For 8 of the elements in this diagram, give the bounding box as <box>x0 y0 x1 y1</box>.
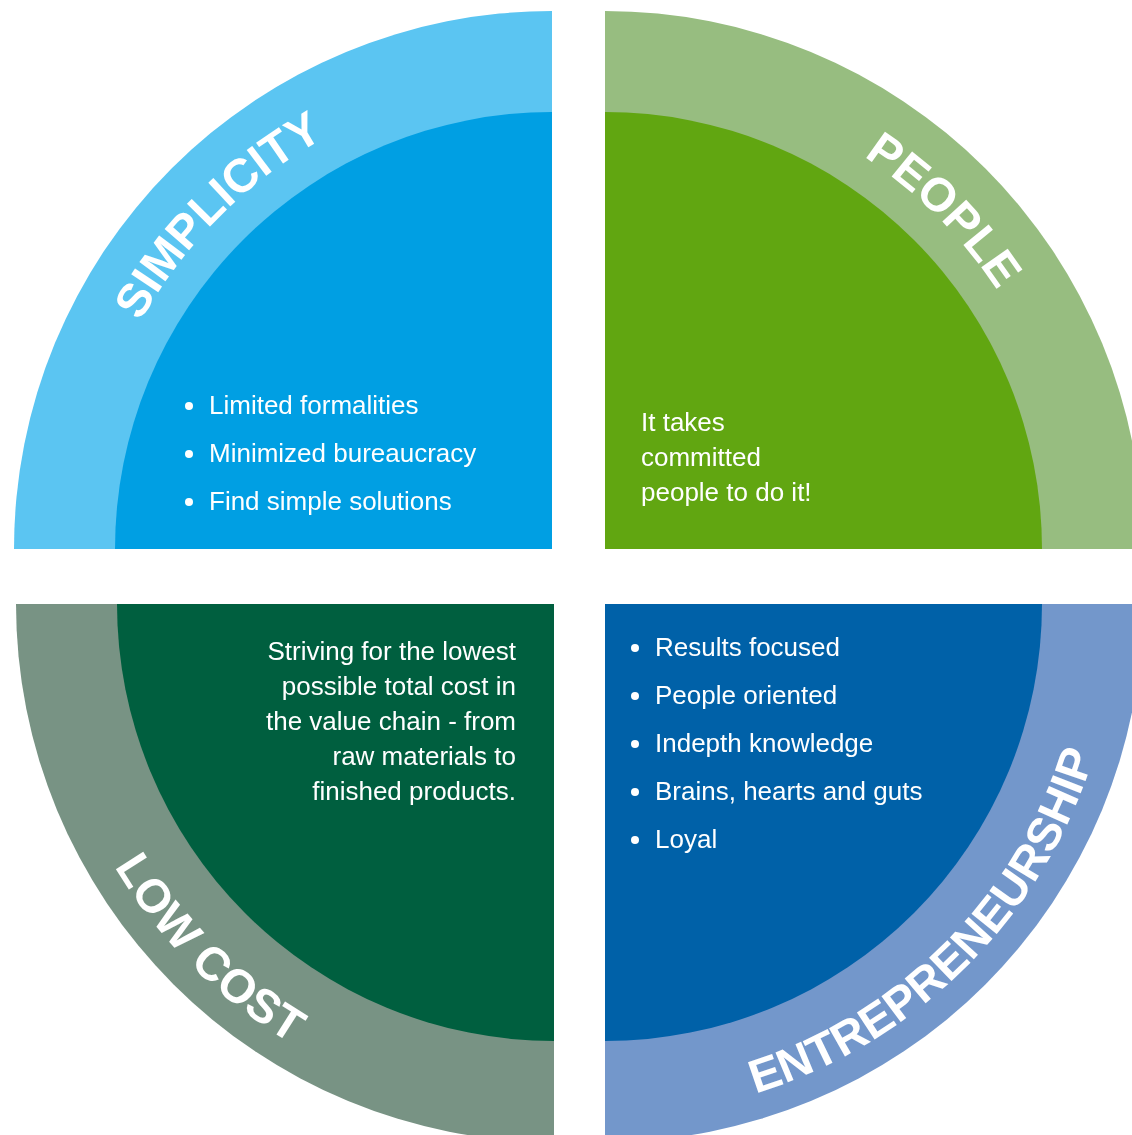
bullet-text: Find simple solutions <box>209 485 452 518</box>
bullet-text: Minimized bureaucracy <box>209 437 477 470</box>
body-text: It takes committed people to do it! <box>641 406 813 509</box>
bullet-text: Loyal <box>655 823 718 856</box>
body-text: Striving for the lowest possible total cost in the value chain - from raw materials to finished products. <box>266 635 516 808</box>
bullet-text: People oriented <box>655 679 838 712</box>
bullet-text: Results focused <box>655 631 840 664</box>
bullet-text: Limited formalities <box>209 389 419 422</box>
